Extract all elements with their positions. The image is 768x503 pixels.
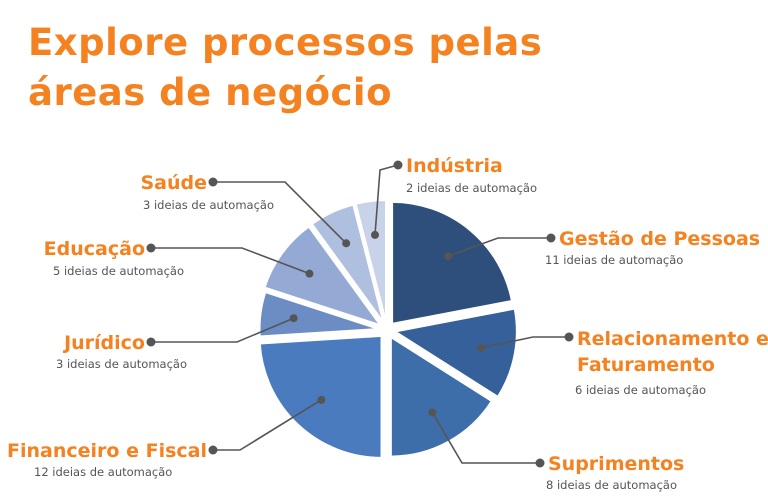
slice-label: Saúde [140, 172, 207, 194]
pie-slice [389, 335, 494, 458]
slice-label: Relacionamento e [577, 328, 768, 350]
pie-slice [310, 203, 385, 324]
leader-dot-outer [564, 332, 574, 342]
leader-dot-inner [444, 252, 453, 261]
leader-line [374, 164, 399, 235]
leader-line [431, 412, 540, 464]
leader-dot-outer [208, 445, 218, 455]
pie-slice [263, 225, 384, 328]
leader-line [447, 237, 551, 257]
slice-subtitle: 5 ideias de automação [53, 264, 184, 278]
page-title: Explore processos pelas áreas de negócio [28, 18, 542, 118]
title-line-1: Explore processos pelas [28, 21, 543, 64]
leader-dot-inner [305, 269, 314, 278]
leader-dot-outer [535, 458, 545, 468]
slice-subtitle: 2 ideias de automação [406, 181, 537, 195]
slice-label: Suprimentos [548, 453, 684, 475]
slice-label: Gestão de Pessoas [559, 228, 760, 250]
slice-label: Indústria [406, 155, 503, 177]
leader-dot-outer [146, 337, 156, 347]
leader-line [213, 181, 347, 244]
pie-slice [392, 307, 518, 399]
leader-dot-outer [208, 177, 218, 187]
slice-subtitle: 3 ideias de automação [56, 357, 187, 371]
leader-line [213, 399, 322, 451]
leader-line [151, 247, 310, 275]
leader-dot-inner [342, 239, 351, 248]
leader-dot-inner [317, 395, 326, 404]
leader-dot-outer [393, 160, 403, 170]
slice-subtitle: 12 ideias de automação [34, 465, 172, 479]
slice-label: Educação [44, 238, 145, 260]
pie-slice [354, 199, 387, 323]
slice-subtitle: 8 ideias de automação [546, 478, 677, 492]
slice-label: Jurídico [62, 332, 145, 354]
leader-dot-inner [477, 343, 486, 352]
pie-slice [258, 290, 380, 338]
slice-subtitle: 6 ideias de automação [575, 383, 706, 397]
leader-dot-inner [370, 230, 379, 239]
slice-subtitle: 11 ideias de automação [545, 253, 683, 267]
pie-slice [391, 200, 514, 326]
leader-dot-outer [146, 243, 156, 253]
leader-dot-inner [428, 408, 437, 417]
title-line-2: áreas de negócio [28, 71, 393, 114]
leader-dot-inner [289, 314, 298, 323]
slice-subtitle: 3 ideias de automação [143, 198, 274, 212]
leader-dot-outer [546, 233, 556, 243]
leader-line [480, 336, 569, 349]
slice-label: Financeiro e Fiscal [7, 440, 207, 462]
slice-label: Faturamento [577, 354, 715, 376]
leader-line [151, 317, 294, 343]
